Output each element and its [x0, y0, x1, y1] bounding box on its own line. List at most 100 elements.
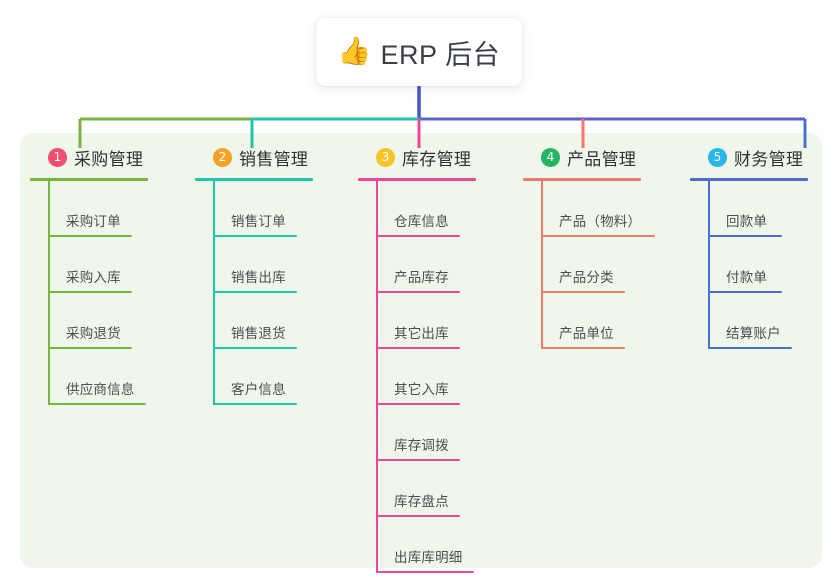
leaf-underline: [708, 291, 782, 293]
branch-number-badge: 5: [708, 147, 727, 167]
leaf-node[interactable]: 结算账户: [690, 293, 808, 349]
root-node-card[interactable]: 👍 ERP 后台: [316, 18, 522, 86]
branch-children: 销售订单销售出库销售退货客户信息: [195, 181, 313, 405]
branch-spine: [376, 181, 378, 573]
branches-panel: [20, 133, 822, 568]
leaf-label: 产品单位: [559, 326, 614, 341]
leaf-underline: [376, 291, 460, 293]
leaf-underline: [541, 291, 625, 293]
root-node-title: ERP 后台: [380, 39, 501, 70]
leaf-node[interactable]: 仓库信息: [358, 181, 476, 237]
leaf-label: 采购退货: [66, 326, 121, 341]
leaf-label: 结算账户: [726, 326, 781, 341]
leaf-underline: [48, 291, 132, 293]
leaf-node[interactable]: 销售退货: [195, 293, 313, 349]
leaf-label: 销售订单: [231, 214, 286, 229]
leaf-label: 产品（物料）: [559, 214, 642, 229]
leaf-node[interactable]: 供应商信息: [30, 349, 148, 405]
leaf-node[interactable]: 出库库明细: [358, 517, 476, 573]
leaf-label: 付款单: [726, 270, 768, 285]
branch-spine: [213, 181, 215, 405]
leaf-underline: [376, 235, 460, 237]
branch-underline: [690, 178, 808, 181]
leaf-underline: [213, 403, 297, 405]
leaf-node[interactable]: 付款单: [690, 237, 808, 293]
leaf-node[interactable]: 采购订单: [30, 181, 148, 237]
branch-number-badge: 2: [213, 147, 232, 167]
leaf-underline: [376, 347, 460, 349]
leaf-underline: [541, 235, 655, 237]
leaf-node[interactable]: 库存调拨: [358, 405, 476, 461]
branch-number-badge: 3: [376, 147, 395, 167]
branch-spine: [541, 181, 543, 349]
branch-header-5[interactable]: 5 财务管理: [690, 144, 808, 170]
leaf-label: 产品分类: [559, 270, 614, 285]
leaf-underline: [708, 235, 782, 237]
leaf-underline: [376, 403, 460, 405]
branch-title: 采购管理: [74, 149, 144, 169]
leaf-node[interactable]: 采购退货: [30, 293, 148, 349]
leaf-underline: [376, 459, 460, 461]
branch-underline: [30, 178, 148, 181]
branch-title: 销售管理: [239, 149, 309, 169]
leaf-underline: [213, 347, 297, 349]
branch-underline: [195, 178, 313, 181]
branch-title: 库存管理: [402, 149, 472, 169]
leaf-node[interactable]: 销售订单: [195, 181, 313, 237]
leaf-node[interactable]: 其它入库: [358, 349, 476, 405]
branch-number-badge: 4: [541, 147, 560, 167]
leaf-label: 出库库明细: [394, 550, 463, 565]
leaf-node[interactable]: 销售出库: [195, 237, 313, 293]
leaf-label: 其它入库: [394, 382, 449, 397]
leaf-underline: [48, 347, 132, 349]
leaf-node[interactable]: 产品单位: [523, 293, 641, 349]
leaf-label: 产品库存: [394, 270, 449, 285]
leaf-underline: [708, 347, 792, 349]
leaf-underline: [376, 515, 460, 517]
leaf-label: 采购入库: [66, 270, 121, 285]
leaf-label: 库存调拨: [394, 438, 449, 453]
branch-title: 财务管理: [734, 149, 804, 169]
branch-spine: [708, 181, 710, 349]
branch-header-1[interactable]: 1 采购管理: [30, 144, 148, 170]
leaf-node[interactable]: 产品分类: [523, 237, 641, 293]
leaf-label: 客户信息: [231, 382, 286, 397]
leaf-node[interactable]: 其它出库: [358, 293, 476, 349]
branch-number-badge: 1: [48, 147, 67, 167]
leaf-underline: [48, 403, 146, 405]
leaf-node[interactable]: 库存盘点: [358, 461, 476, 517]
leaf-underline: [213, 235, 297, 237]
leaf-node[interactable]: 采购入库: [30, 237, 148, 293]
leaf-label: 回款单: [726, 214, 768, 229]
leaf-node[interactable]: 产品（物料）: [523, 181, 655, 237]
branch-header-2[interactable]: 2 销售管理: [195, 144, 313, 170]
branch-column-5: 5 财务管理回款单付款单结算账户: [690, 144, 808, 349]
branch-column-1: 1 采购管理采购订单采购入库采购退货供应商信息: [30, 144, 148, 405]
leaf-label: 销售出库: [231, 270, 286, 285]
leaf-label: 其它出库: [394, 326, 449, 341]
leaf-label: 仓库信息: [394, 214, 449, 229]
thumbs-up-icon: 👍: [337, 35, 372, 66]
leaf-underline: [541, 347, 625, 349]
leaf-node[interactable]: 产品库存: [358, 237, 476, 293]
branch-children: 仓库信息产品库存其它出库其它入库库存调拨库存盘点出库库明细: [358, 181, 476, 573]
leaf-label: 销售退货: [231, 326, 286, 341]
branch-header-3[interactable]: 3 库存管理: [358, 144, 476, 170]
branch-children: 回款单付款单结算账户: [690, 181, 808, 349]
branch-column-2: 2 销售管理销售订单销售出库销售退货客户信息: [195, 144, 313, 405]
leaf-label: 供应商信息: [66, 382, 135, 397]
leaf-label: 库存盘点: [394, 494, 449, 509]
leaf-label: 采购订单: [66, 214, 121, 229]
leaf-node[interactable]: 客户信息: [195, 349, 313, 405]
branch-underline: [358, 178, 476, 181]
branch-children: 采购订单采购入库采购退货供应商信息: [30, 181, 148, 405]
branch-underline: [523, 178, 641, 181]
leaf-node[interactable]: 回款单: [690, 181, 808, 237]
leaf-underline: [48, 235, 132, 237]
branch-children: 产品（物料） 产品分类产品单位: [523, 181, 655, 349]
branch-spine: [48, 181, 50, 405]
